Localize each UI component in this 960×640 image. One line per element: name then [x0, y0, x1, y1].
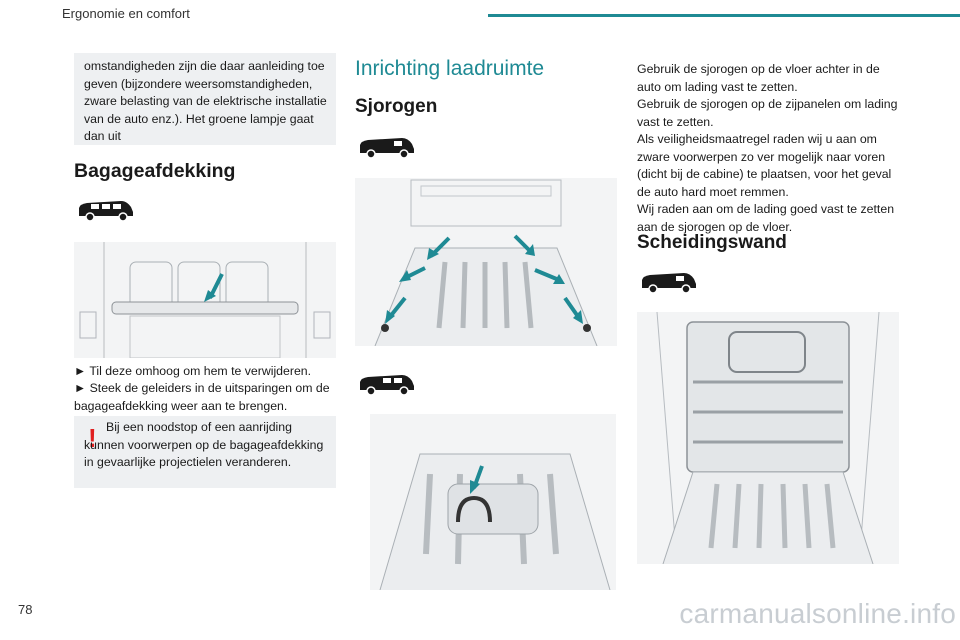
header-accent-bar [488, 14, 960, 17]
page-number: 78 [18, 602, 33, 617]
section-title-inrichting: Inrichting laadruimte [355, 57, 545, 80]
illustration-luggage-cover [74, 242, 336, 358]
subsection-title-sjorogen: Sjorogen [355, 96, 438, 117]
lashing-text-side: Gebruik de sjorogen op de zijpanelen om … [637, 97, 898, 129]
watermark: carmanualsonline.info [679, 598, 956, 629]
van-icon-partition [640, 270, 698, 294]
step-remove: ► Til deze omhoog om hem te verwijderen. [74, 364, 312, 378]
intro-note-text: omstandigheden zijn die daar aanleiding … [84, 59, 327, 143]
lashing-text: Gebruik de sjorogen op de vloer achter i… [637, 61, 905, 236]
step-install: ► Steek de geleiders in de uitsparingen … [74, 381, 330, 413]
van-icon-utility [358, 135, 416, 159]
van-icon-crew [358, 372, 416, 396]
section-title-scheidingswand: Scheidingswand [637, 232, 787, 253]
chapter-title: Ergonomie en comfort [62, 6, 190, 21]
warning-box: ! Bij een noodstop of een aanrijding kun… [74, 416, 336, 488]
lashing-text-floor: Gebruik de sjorogen op de vloer achter i… [637, 62, 880, 94]
warning-icon: ! [88, 423, 97, 453]
lashing-text-safety: Als veiligheidsmaatregel raden wij u aan… [637, 132, 892, 199]
illustration-lashing-ring [370, 414, 616, 590]
intro-note-box: omstandigheden zijn die daar aanleiding … [74, 53, 336, 145]
warning-text: Bij een noodstop of een aanrijding kunne… [84, 420, 324, 469]
illustration-partition-wall [637, 312, 899, 564]
section-title-bagageafdekking: Bagageafdekking [74, 160, 236, 182]
lashing-text-advice: Wij raden aan om de lading goed vast te … [637, 202, 895, 234]
van-icon-passenger [77, 198, 135, 222]
illustration-floor-lashing-points [355, 178, 617, 346]
